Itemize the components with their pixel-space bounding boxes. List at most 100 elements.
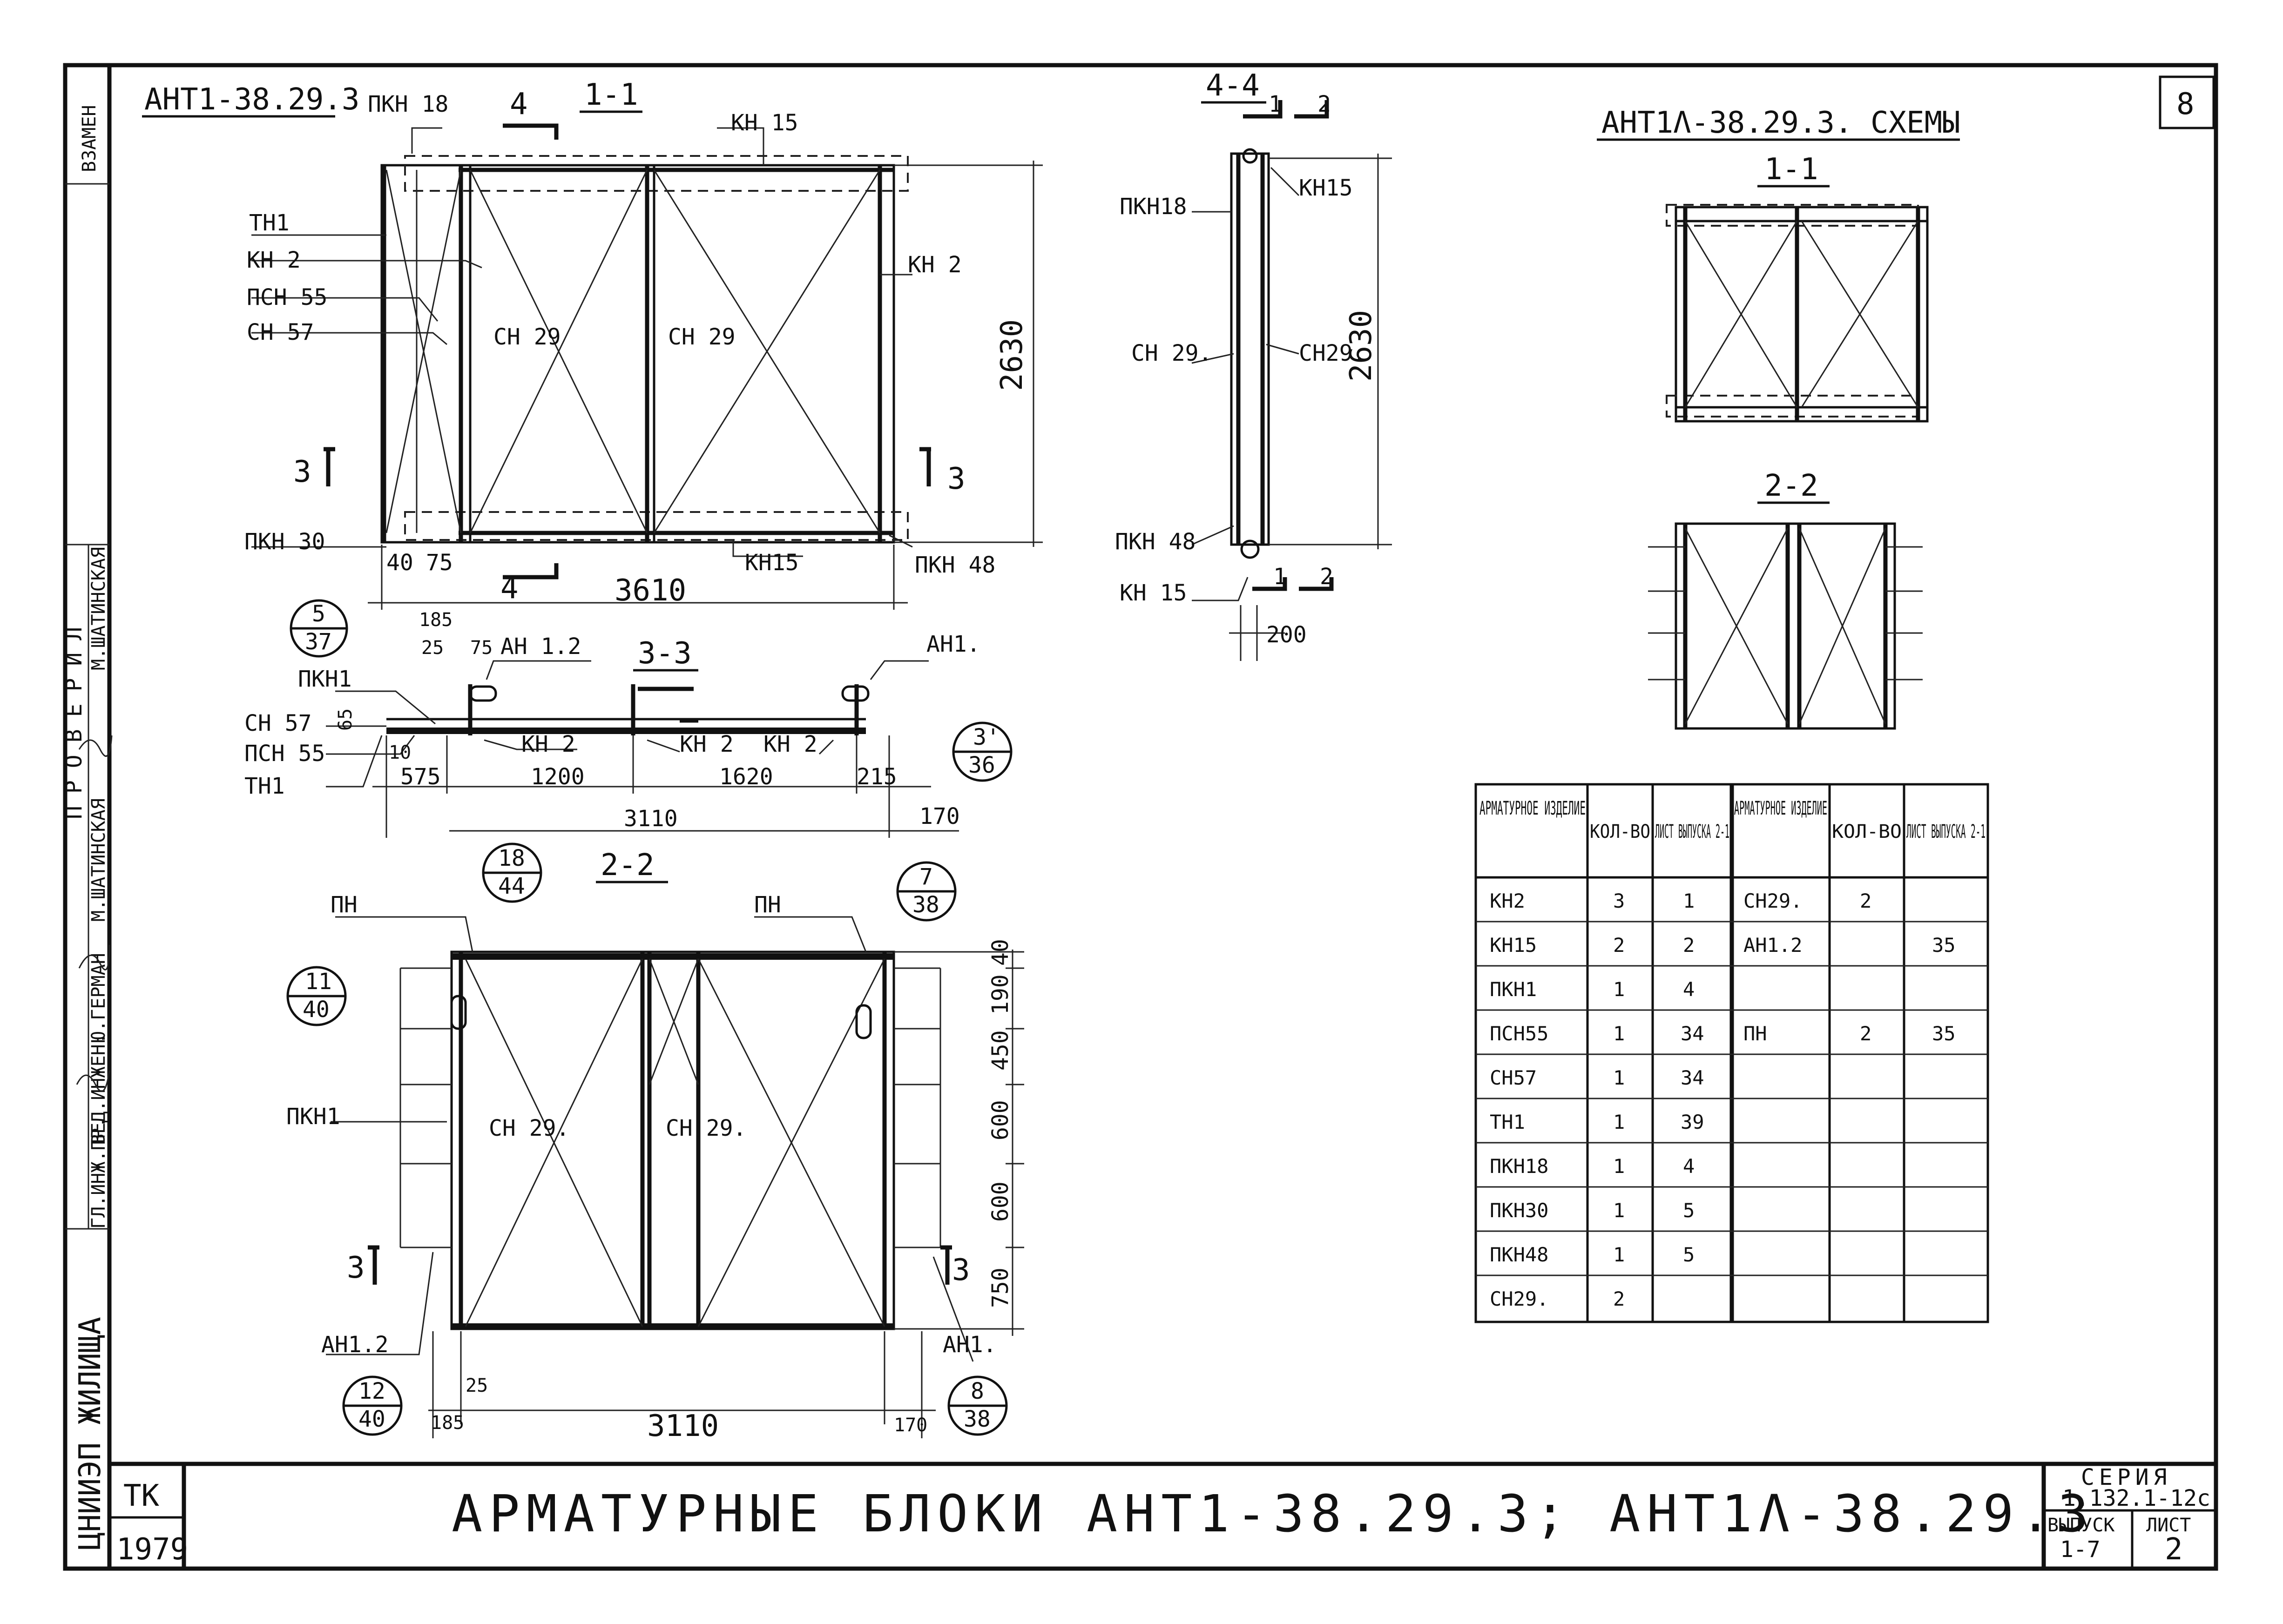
sec33-dim-575: 575 [400,764,441,790]
lbl-cn29-b: СН 29 [668,324,736,350]
table-cell: СН29. [1743,889,1802,912]
sec33-ah1: АН1. [926,631,980,657]
sec44-column [1230,152,1270,546]
sec44-title: 4-4 [1206,68,1260,103]
signature-mark [76,735,113,1092]
sec22-right-bars [894,967,941,1248]
sec33-kn2-b: КН 2 [680,731,734,757]
sec33-title: 3-3 [638,636,692,671]
table-cell: 1 [1613,978,1625,1001]
sec22-dim-190: 190 [987,974,1013,1015]
sec33-callout-right-bot: 36 [968,752,995,778]
sec33-callout-left-bot: 37 [305,629,332,655]
sec22-dim-185: 185 [431,1412,464,1434]
sec33-dim-65: 65 [335,708,356,731]
dim-3610: 3610 [615,573,686,608]
table-cell: 5 [1683,1199,1695,1222]
table-cell: 35 [1932,934,1956,957]
tb-series-value: 1.132.1-12с [2062,1485,2210,1511]
scheme-22-frame [1675,522,1896,730]
lbl-pcn55: ПСН 55 [247,284,327,310]
staff-name-3: М.ШАТИНСКАЯ [88,547,109,670]
sec22-dim-600a: 600 [987,1100,1013,1140]
sec22-dim-170: 170 [894,1415,927,1436]
dim-40: 40 [386,550,413,576]
sec22-pn-left: ПН [331,892,358,918]
lbl-kn2-right: КН 2 [908,252,962,278]
sec33-dim-215: 215 [857,764,897,790]
sec44-dim-200: 200 [1266,622,1307,648]
table-cell: 34 [1681,1066,1704,1089]
sec44-pkn18: ПКН18 [1120,194,1187,220]
sec33-kn2-a: КН 2 [521,731,575,757]
cut-3-right: 3 [947,462,966,496]
sec44-pkn48: ПКН 48 [1115,529,1196,555]
sec22-callout-2-top: 7 [919,864,933,890]
sec33-dim-185: 185 [419,609,453,631]
sec22-callout-2-bot: 38 [912,892,939,918]
sec44-cut1-bot: 1 [1273,564,1287,590]
sec44-cut2-bot: 2 [1320,564,1333,590]
table-cell: 34 [1681,1022,1704,1045]
sec22-callout-3-top: 11 [305,969,332,995]
tb-issue-label: ВЫПУСК [2047,1515,2115,1536]
scheme-11-title: 1-1 [1764,152,1818,187]
sec33-pcn55: ПСН 55 [244,741,325,767]
table-cell: 1 [1613,1155,1625,1178]
sheet-number: 8 [2176,87,2195,121]
sec22-callout-1-top: 18 [498,845,525,871]
sheet-number-box [2159,75,2215,129]
cut-3-left: 3 [293,455,311,489]
table-cell: 4 [1683,1155,1695,1178]
sec33-dim-1200: 1200 [531,764,585,790]
sec22-dim-450: 450 [987,1030,1013,1071]
sec33-dim-25: 25 [421,637,444,659]
table-cell: 1 [1683,889,1695,912]
table-cell: 1 [1613,1066,1625,1089]
spec-header-sheet-1: ЛИСТ ВЫПУСКА 2-1 [1655,821,1729,842]
sec33-dim-1620: 1620 [719,764,773,790]
main-section-title: 1-1 [584,78,638,112]
sec33-cn57: СН 57 [244,710,312,736]
table-cell: 35 [1932,1022,1956,1045]
table-cell: 5 [1683,1243,1695,1266]
sec22-left-bars [399,967,452,1248]
sec44-cut2-top: 2 [1317,91,1331,117]
sheet-border [63,63,2218,1571]
sec33-dim-170: 170 [919,803,960,829]
table-cell: ПН [1743,1022,1767,1045]
sec33-callout-right-top: 3' [973,724,1000,750]
tb-sheet-value: 2 [2165,1532,2183,1567]
sec44-cn29-left: СН 29. [1131,340,1212,366]
main-title: АНТ1-38.29.3 [144,82,359,117]
sec22-callout-4-top: 12 [358,1378,385,1404]
staff-name-2: М.ШАТИНСКАЯ [88,798,109,922]
view-main: АНТ1-38.29.3 1-1 4 ПКН [142,78,1043,610]
tb-year: 1979 [116,1532,188,1567]
sec22-title: 2-2 [601,848,655,883]
sec33-callout-left-top: 5 [312,601,325,627]
sec22-ah12: АН1.2 [321,1332,389,1358]
schemes: АНТ1Λ-38.29.3. СХЕМЫ 1-1 2-2 [1597,106,1960,730]
sec22-dim-25: 25 [466,1375,488,1396]
table-cell: 4 [1683,978,1695,1001]
sec22-dim-750: 750 [987,1267,1013,1308]
sec44-cn29-right: СН29. [1299,340,1366,366]
side-org: ЦНИИЭП ЖИЛИЩА [73,1317,108,1550]
tb-series-label: СЕРИЯ [2081,1464,2172,1490]
sec22-cut3-right: 3 [952,1253,970,1287]
table-cell: ПКН30 [1490,1199,1548,1222]
sec44-dim-2630: 2630 [1344,310,1378,382]
table-cell: 39 [1681,1111,1704,1133]
view-section-44: 4-4 1 2 ПКН18 КН15 СН 29. СН29. ПКН 48 К… [1115,68,1392,661]
sec33-pkn1: ПКН1 [298,666,352,692]
lbl-pkn48: ПКН 48 [915,552,995,578]
side-vzamen: ВЗАМЕН [79,105,100,173]
sec33-tn1: ТН1 [244,773,285,799]
sec22-callout-4-bot: 40 [358,1406,385,1432]
spec-table-row-lines [1476,921,1988,1276]
spec-header-qty-2: КОЛ-ВО [1832,821,1902,842]
sec22-ah1: АН1. [943,1332,997,1358]
dim-75: 75 [426,550,453,576]
